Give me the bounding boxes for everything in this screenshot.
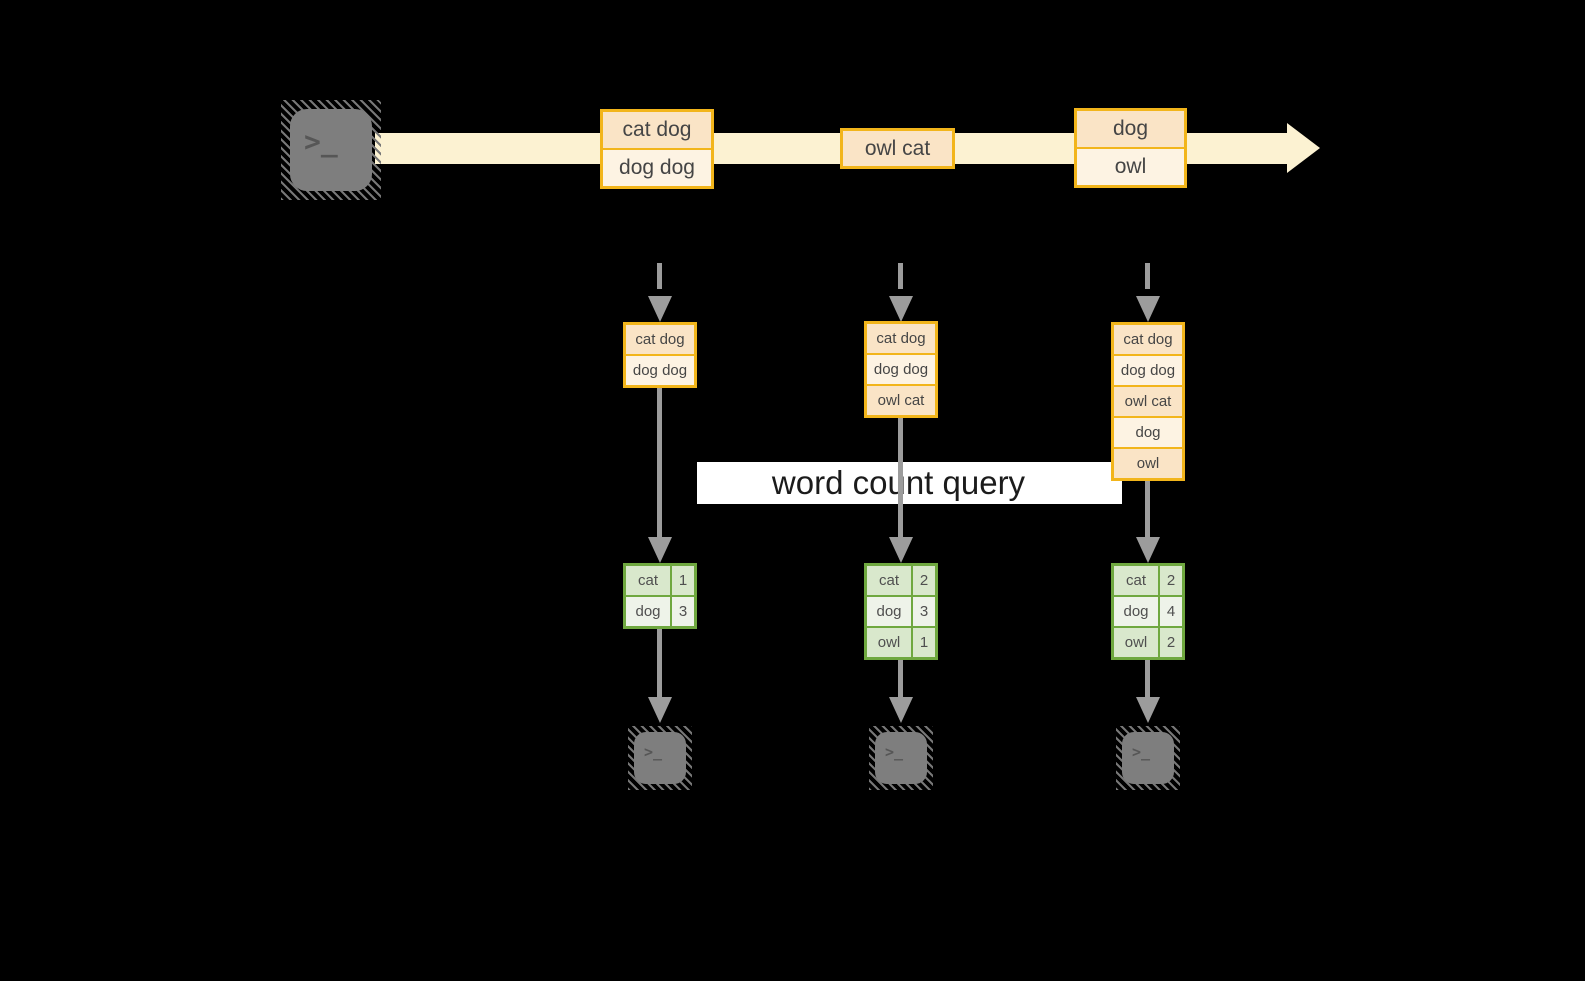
count-word: dog: [1114, 597, 1158, 626]
count-row: cat 1: [626, 566, 694, 595]
connector-line: [657, 388, 662, 537]
count-row: dog 4: [1114, 597, 1182, 626]
terminal-screen: >_: [875, 732, 927, 784]
count-word: dog: [867, 597, 911, 626]
count-value: 2: [913, 566, 935, 595]
terminal-screen: >_: [634, 732, 686, 784]
state-line: owl cat: [1114, 387, 1182, 416]
count-word: cat: [867, 566, 911, 595]
state-line: cat dog: [1114, 325, 1182, 354]
terminal-screen: >_: [1122, 732, 1174, 784]
output-terminal-icon: >_: [628, 726, 692, 790]
count-word: dog: [626, 597, 670, 626]
batch-line: owl cat: [843, 131, 952, 166]
state-box-3: cat dog dog dog owl cat dog owl: [1111, 322, 1185, 481]
output-terminal-icon: >_: [1116, 726, 1180, 790]
count-row: owl 2: [1114, 628, 1182, 657]
batch-line: owl: [1077, 149, 1184, 185]
count-row: owl 1: [867, 628, 935, 657]
state-line: dog dog: [1114, 356, 1182, 385]
batch-box-3: dog owl: [1074, 108, 1187, 188]
connector-line: [898, 660, 903, 697]
batch-box-2: owl cat: [840, 128, 955, 169]
count-table-3: cat 2 dog 4 owl 2: [1111, 563, 1185, 660]
connector-line: [1145, 660, 1150, 697]
count-value: 1: [913, 628, 935, 657]
connector-line: [657, 629, 662, 697]
arrowhead-icon: [1136, 697, 1160, 723]
count-word: cat: [626, 566, 670, 595]
arrowhead-icon: [648, 537, 672, 563]
count-value: 3: [672, 597, 694, 626]
arrowhead-icon: [1136, 537, 1160, 563]
arrowhead-icon: [648, 697, 672, 723]
state-line: owl cat: [867, 386, 935, 415]
count-word: owl: [1114, 628, 1158, 657]
count-row: dog 3: [626, 597, 694, 626]
batch-line: dog dog: [603, 150, 711, 186]
count-row: cat 2: [867, 566, 935, 595]
batch-box-1: cat dog dog dog: [600, 109, 714, 189]
dashed-arrow-segment: [898, 263, 903, 289]
count-value: 4: [1160, 597, 1182, 626]
terminal-prompt-glyph: >_: [304, 125, 338, 158]
connector-line: [1145, 481, 1150, 537]
count-value: 1: [672, 566, 694, 595]
state-box-1: cat dog dog dog: [623, 322, 697, 388]
terminal-prompt-glyph: >_: [644, 743, 663, 761]
count-word: owl: [867, 628, 911, 657]
count-value: 2: [1160, 628, 1182, 657]
state-line: dog: [1114, 418, 1182, 447]
dashed-arrow-segment: [1145, 263, 1150, 289]
count-value: 2: [1160, 566, 1182, 595]
word-count-query-label: word count query: [697, 462, 1122, 504]
count-table-2: cat 2 dog 3 owl 1: [864, 563, 938, 660]
source-terminal-icon: >_: [281, 100, 381, 200]
state-line: owl: [1114, 449, 1182, 478]
terminal-prompt-glyph: >_: [885, 743, 904, 761]
arrowhead-icon: [889, 697, 913, 723]
dashed-arrowhead-icon: [648, 296, 672, 322]
count-row: dog 3: [867, 597, 935, 626]
arrowhead-icon: [889, 537, 913, 563]
stream-arrowhead-icon: [1287, 123, 1320, 173]
state-line: cat dog: [867, 324, 935, 353]
terminal-prompt-glyph: >_: [1132, 743, 1151, 761]
batch-line: dog: [1077, 111, 1184, 147]
count-word: cat: [1114, 566, 1158, 595]
terminal-screen: >_: [290, 109, 372, 191]
state-line: cat dog: [626, 325, 694, 354]
count-row: cat 2: [1114, 566, 1182, 595]
state-line: dog dog: [867, 355, 935, 384]
state-line: dog dog: [626, 356, 694, 385]
output-terminal-icon: >_: [869, 726, 933, 790]
batch-line: cat dog: [603, 112, 711, 148]
count-value: 3: [913, 597, 935, 626]
dashed-arrow-segment: [657, 263, 662, 289]
dashed-arrowhead-icon: [1136, 296, 1160, 322]
dashed-arrowhead-icon: [889, 296, 913, 322]
state-box-2: cat dog dog dog owl cat: [864, 321, 938, 418]
count-table-1: cat 1 dog 3: [623, 563, 697, 629]
connector-line: [898, 418, 903, 537]
